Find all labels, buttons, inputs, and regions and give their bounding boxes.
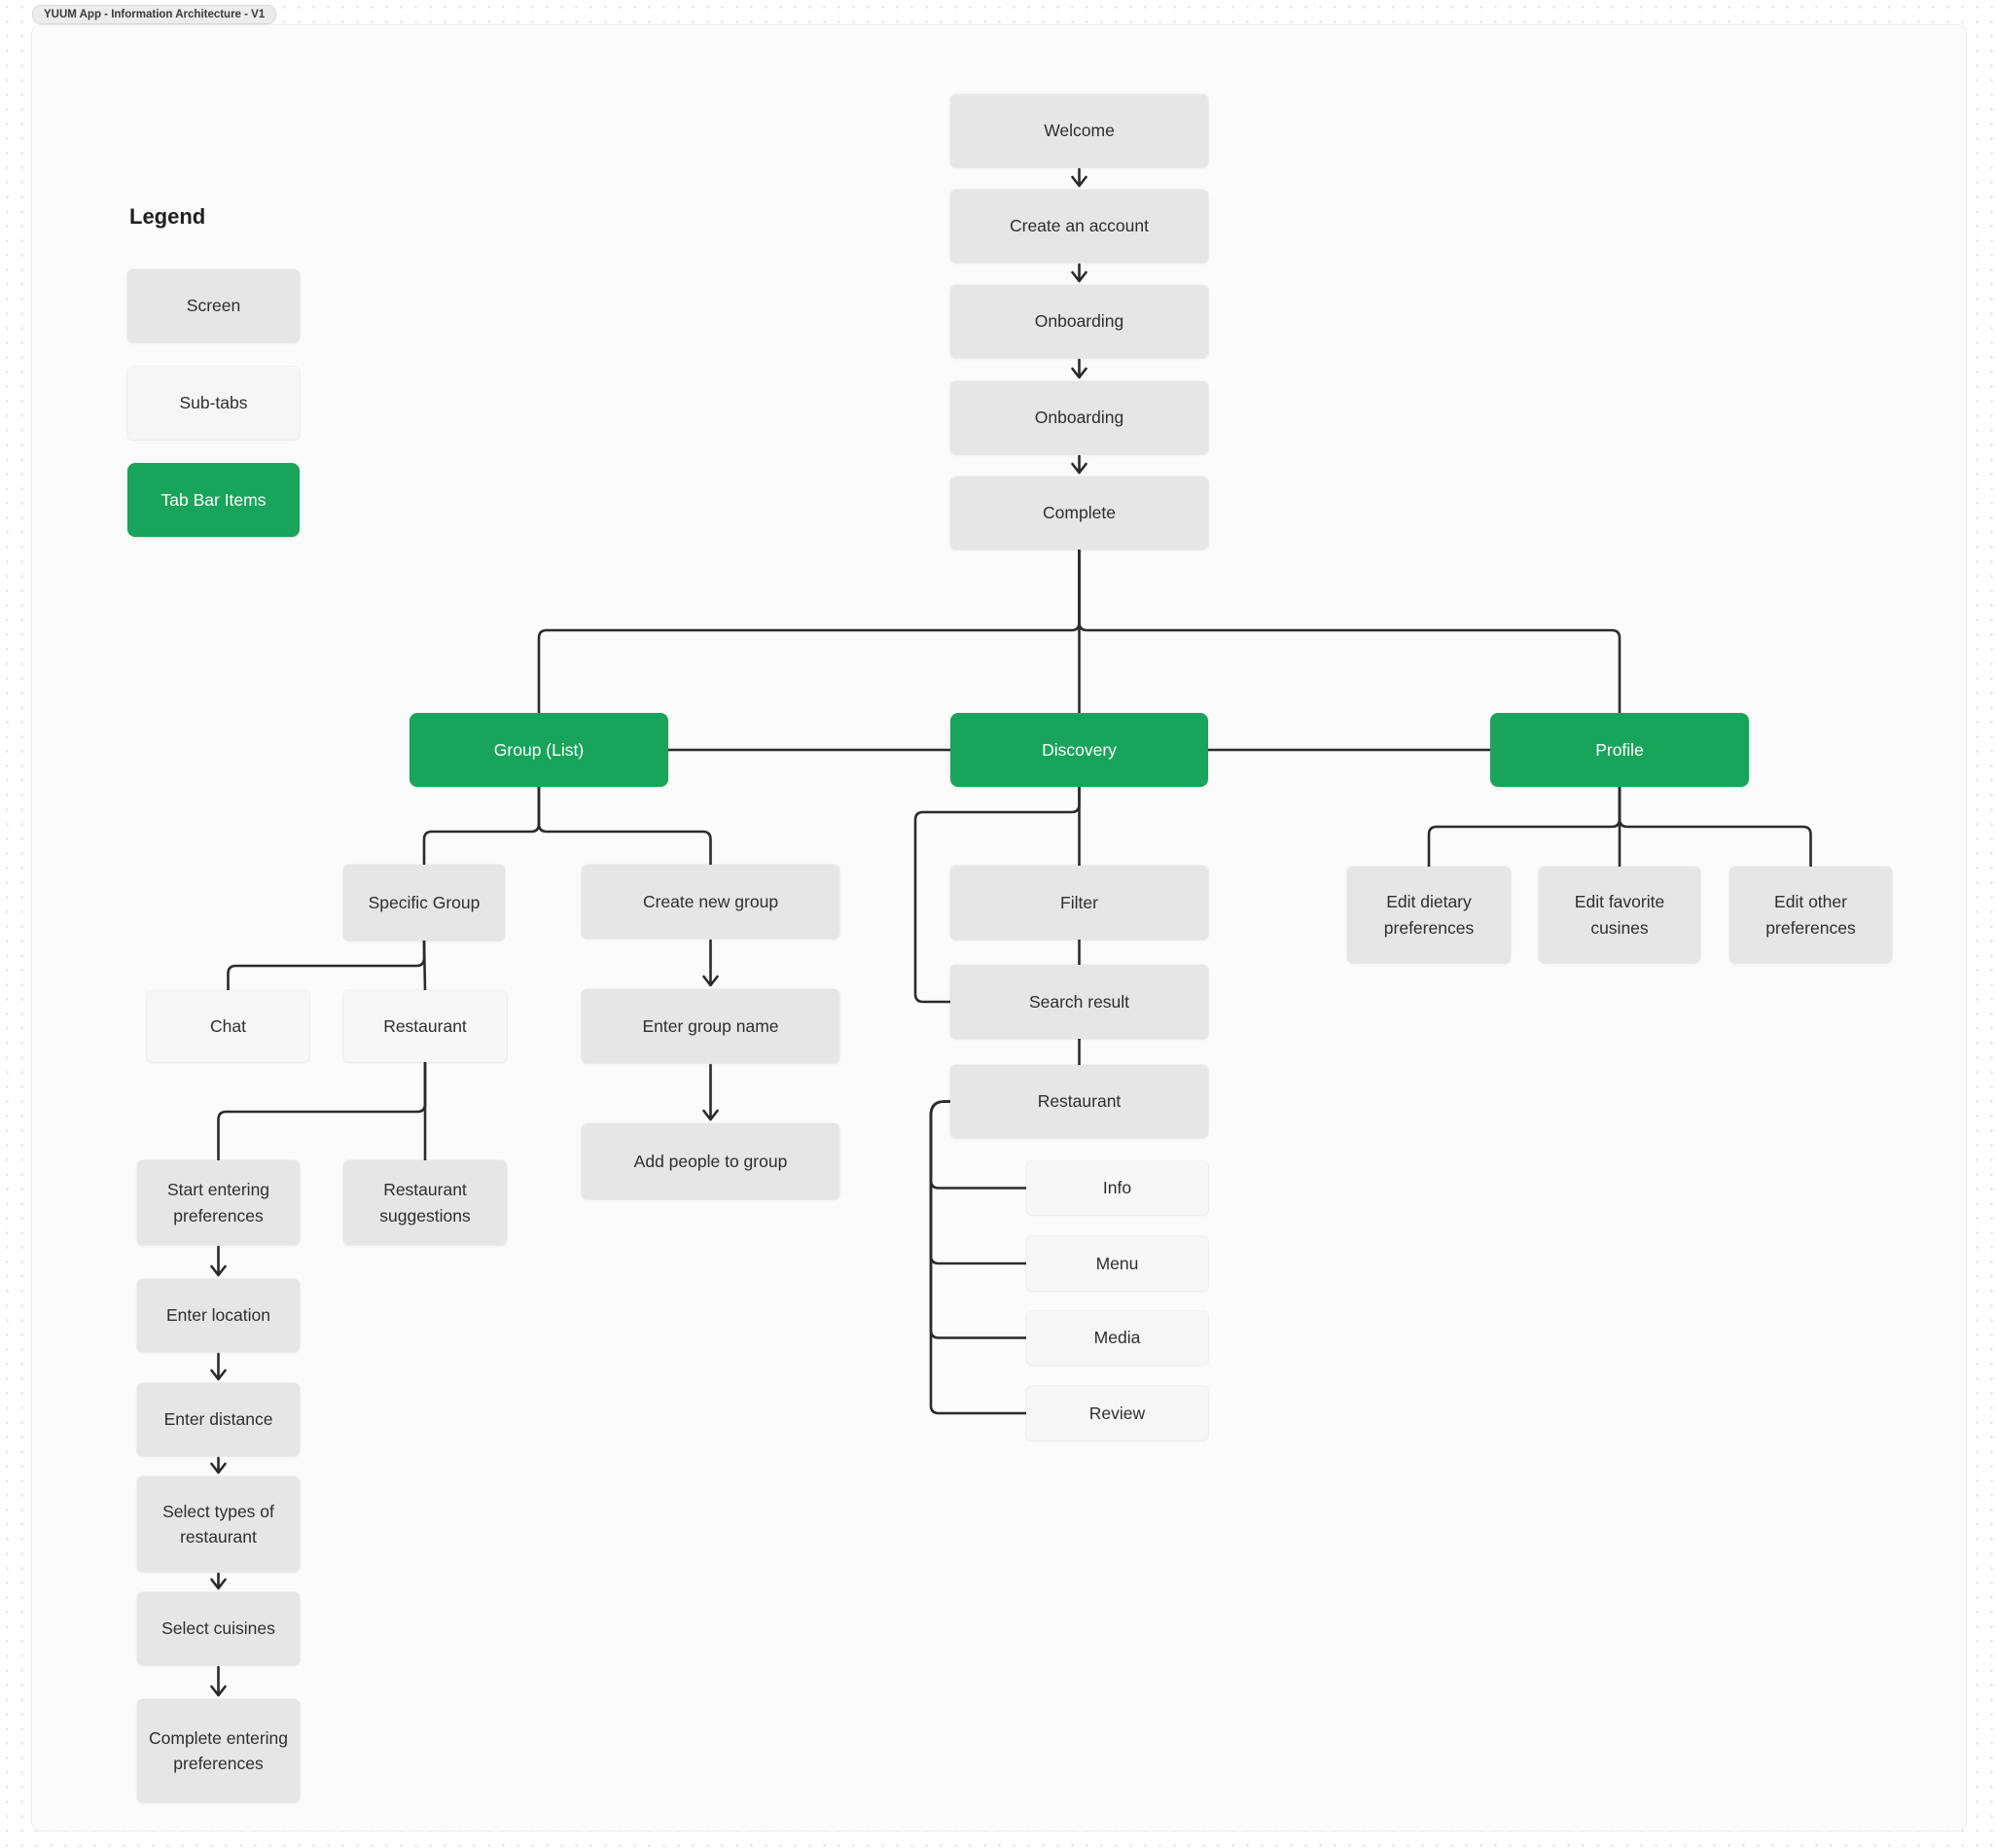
node-onboarding-2[interactable]: Onboarding (950, 381, 1208, 454)
legend-label-screen: Screen (186, 296, 241, 316)
edge-group-list-to-create-new-group (537, 785, 712, 867)
edge-group-list-to-specific-group (422, 785, 541, 867)
edge-enter-distance-to-select-types (210, 1456, 227, 1475)
node-label: Enter location (165, 1305, 270, 1326)
edge-enter-location-to-enter-distance (210, 1352, 227, 1381)
node-label: Enter group name (642, 1015, 779, 1036)
node-label: Edit favorite cusines (1574, 892, 1665, 938)
node-label: Enter distance (163, 1409, 273, 1430)
node-review[interactable]: Review (1026, 1386, 1208, 1440)
node-welcome[interactable]: Welcome (950, 94, 1208, 167)
node-enter-distance[interactable]: Enter distance (137, 1383, 300, 1456)
edge-onboarding-2-to-complete (1071, 454, 1087, 475)
node-onboarding-1[interactable]: Onboarding (950, 285, 1208, 358)
node-label: Complete entering preferences (149, 1727, 288, 1773)
frame-title-tab[interactable]: YUUM App - Information Architecture - V1 (32, 5, 277, 24)
node-label: Search result (1028, 991, 1130, 1012)
node-label: Chat (210, 1015, 246, 1036)
node-restaurant-tab[interactable]: Restaurant (343, 990, 507, 1062)
legend-title: Legend (129, 204, 206, 229)
legend-swatch-screen[interactable]: Screen (127, 269, 300, 342)
node-select-types[interactable]: Select types of restaurant (137, 1476, 300, 1572)
node-filter[interactable]: Filter (950, 866, 1208, 940)
edge-complete-to-group-list (537, 548, 1081, 715)
edge-create-new-group-to-enter-group-name (702, 939, 719, 987)
edge-select-types-to-select-cuisines (210, 1572, 227, 1590)
edge-specific-group-to-restaurant-tab (422, 939, 427, 992)
node-label: Specific Group (368, 892, 481, 912)
edge-discovery-to-search-result (913, 785, 1081, 1004)
node-start-entering[interactable]: Start entering preferences (137, 1160, 300, 1245)
node-label: Create an account (1009, 216, 1149, 236)
node-group-list[interactable]: Group (List) (410, 713, 668, 787)
node-label: Group (List) (493, 739, 585, 760)
node-label: Discovery (1042, 739, 1117, 760)
node-label: Edit dietary preferences (1383, 892, 1475, 938)
node-select-cuisines[interactable]: Select cuisines (137, 1592, 300, 1665)
node-add-people[interactable]: Add people to group (582, 1123, 839, 1199)
node-edit-favorite[interactable]: Edit favorite cusines (1539, 867, 1700, 963)
edge-welcome-to-create-account (1071, 167, 1087, 188)
legend-swatch-subtabs[interactable]: Sub-tabs (127, 367, 300, 440)
node-label: Select types of restaurant (162, 1501, 274, 1546)
node-label: Filter (1060, 892, 1098, 912)
node-info[interactable]: Info (1026, 1161, 1208, 1215)
node-menu[interactable]: Menu (1026, 1236, 1208, 1291)
node-label: Media (1093, 1328, 1141, 1348)
node-label: Complete (1043, 503, 1116, 523)
edge-select-cuisines-to-complete-entering (210, 1665, 227, 1697)
node-create-account[interactable]: Create an account (950, 190, 1208, 263)
node-label: Info (1102, 1178, 1132, 1198)
edge-restaurant-discovery-to-review (929, 1100, 1028, 1415)
node-edit-other[interactable]: Edit other preferences (1729, 867, 1892, 963)
node-edit-dietary[interactable]: Edit dietary preferences (1347, 867, 1511, 963)
node-complete-entering[interactable]: Complete entering preferences (137, 1699, 300, 1802)
node-create-new-group[interactable]: Create new group (582, 865, 839, 939)
node-enter-group-name[interactable]: Enter group name (582, 989, 839, 1063)
node-label: Welcome (1044, 121, 1115, 141)
edge-enter-group-name-to-add-people (702, 1063, 719, 1121)
node-label: Select cuisines (161, 1618, 275, 1639)
node-enter-location[interactable]: Enter location (137, 1279, 300, 1352)
node-complete[interactable]: Complete (950, 477, 1208, 550)
node-label: Restaurant (383, 1015, 467, 1036)
node-label: Restaurant suggestions (379, 1180, 471, 1226)
node-profile[interactable]: Profile (1490, 713, 1749, 787)
node-specific-group[interactable]: Specific Group (343, 865, 505, 941)
legend-label-tab-bar-items: Tab Bar Items (160, 489, 267, 510)
edge-complete-to-profile (1078, 548, 1622, 715)
node-label: Review (1088, 1403, 1146, 1423)
node-label: Profile (1595, 739, 1644, 760)
node-label: Menu (1095, 1253, 1139, 1273)
node-label: Edit other preferences (1765, 892, 1856, 938)
node-discovery[interactable]: Discovery (950, 713, 1208, 787)
node-label: Onboarding (1034, 408, 1124, 428)
node-label: Start entering preferences (166, 1180, 270, 1226)
node-label: Add people to group (633, 1151, 788, 1171)
node-label: Onboarding (1034, 311, 1124, 332)
node-restaurant-suggestions[interactable]: Restaurant suggestions (343, 1160, 507, 1245)
edge-profile-to-edit-dietary (1427, 785, 1622, 869)
edge-create-account-to-onboarding-1 (1071, 263, 1087, 283)
node-chat[interactable]: Chat (147, 990, 309, 1062)
edge-specific-group-to-chat (227, 939, 426, 992)
edge-start-entering-to-enter-location (210, 1245, 227, 1277)
edge-profile-to-edit-other (1618, 785, 1812, 869)
node-label: Restaurant (1037, 1091, 1122, 1112)
node-media[interactable]: Media (1026, 1311, 1208, 1365)
legend-swatch-tab-bar-items[interactable]: Tab Bar Items (127, 463, 300, 537)
edge-onboarding-1-to-onboarding-2 (1071, 358, 1087, 379)
node-search-result[interactable]: Search result (950, 965, 1208, 1039)
node-restaurant-discovery[interactable]: Restaurant (950, 1065, 1208, 1138)
node-label: Create new group (642, 891, 779, 911)
legend-label-subtabs: Sub-tabs (179, 393, 248, 413)
edge-restaurant-tab-to-start-entering (217, 1060, 427, 1162)
